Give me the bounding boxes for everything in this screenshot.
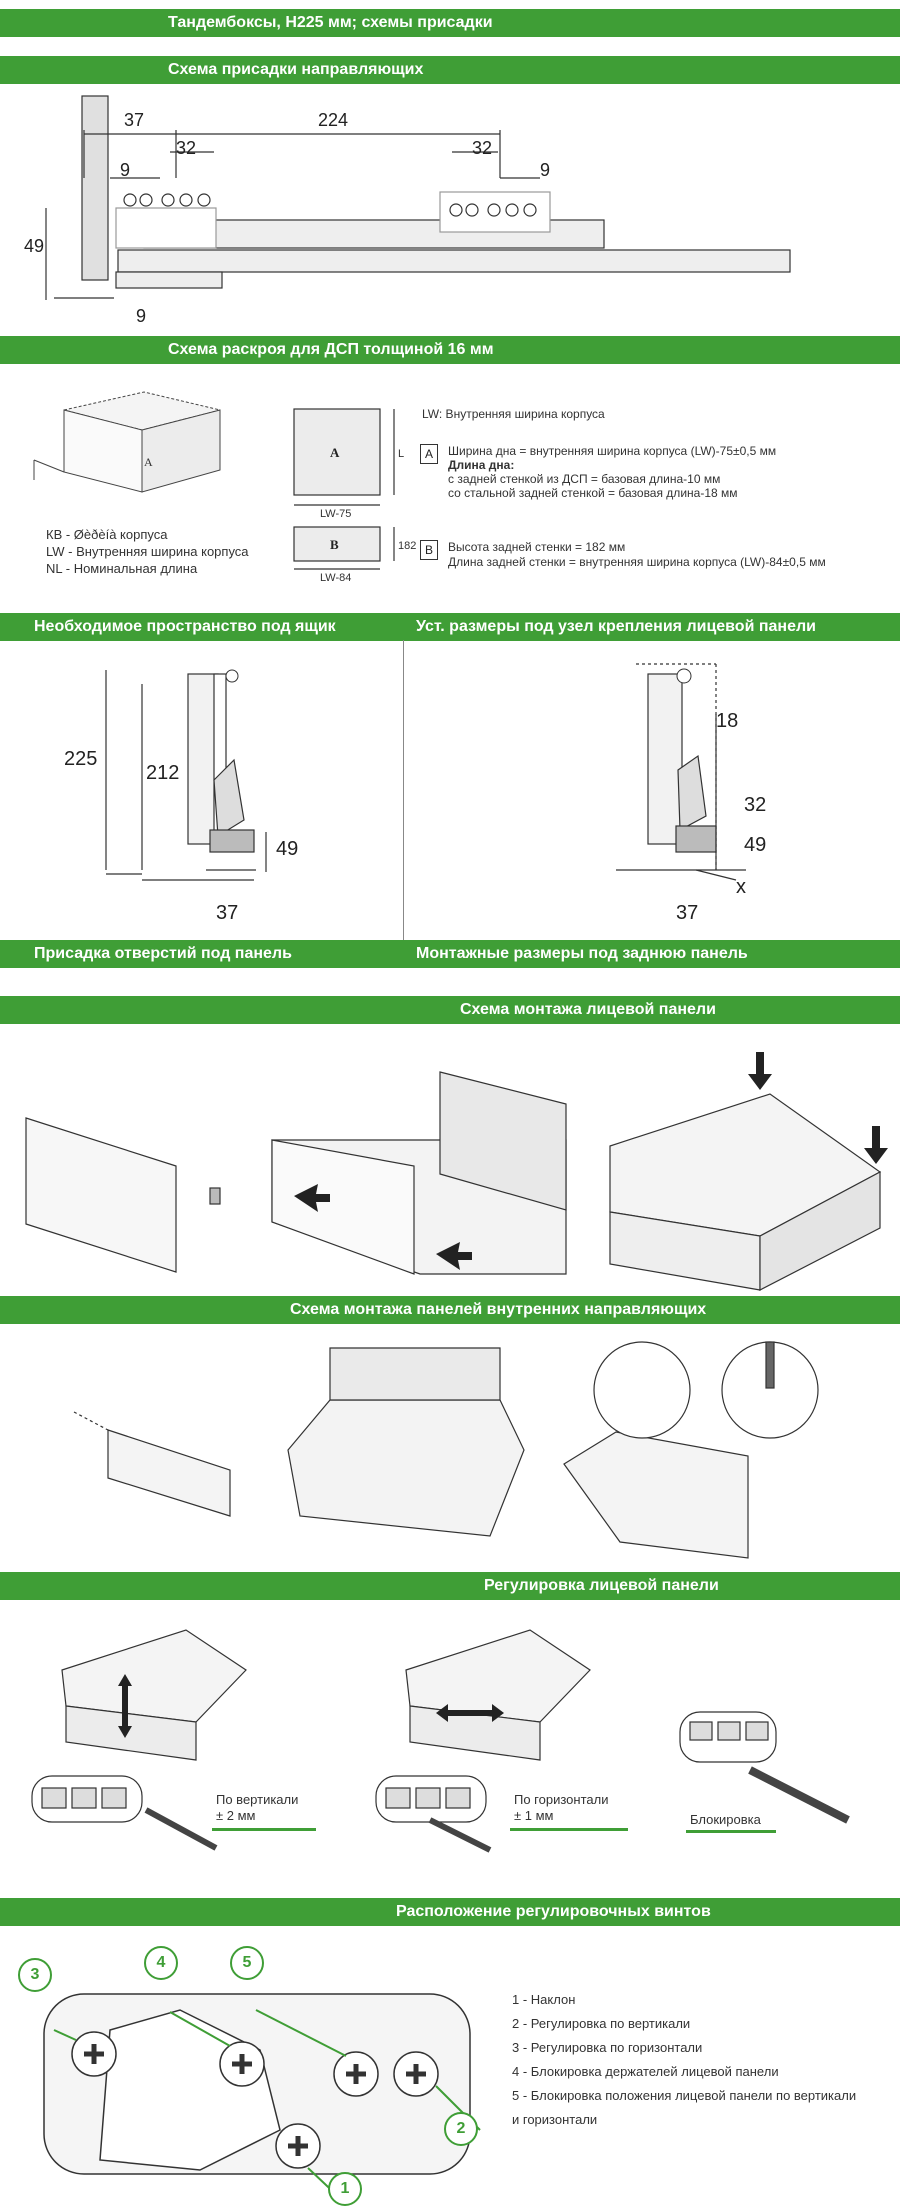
panel-a-letter: A (330, 445, 340, 460)
screw-legend-5-cont: и горизонтали (512, 2112, 598, 2127)
cutting-legend-lw: LW - Внутренняя ширина корпуса (46, 544, 249, 559)
adjust-horizontal-label: По горизонтали (514, 1792, 609, 1807)
section-bar-runners: Схема присадки направляющих (0, 56, 900, 84)
section-title-inner-rails: Схема монтажа панелей внутренних направл… (290, 1301, 707, 1318)
section-title-back-panel: Монтажные размеры под заднюю панель (416, 945, 748, 962)
callout-1: 1 (328, 2172, 362, 2206)
adjust-vertical-underline (212, 1828, 316, 1831)
adjust-horizontal-value: ± 1 мм (514, 1808, 554, 1823)
dim-32-right: 32 (472, 138, 493, 158)
space-dim-49: 49 (276, 838, 299, 860)
screw-location-diagram (43, 1993, 481, 2203)
drawer-space-profile (105, 669, 267, 881)
section-title-runners: Схема присадки направляющих (168, 61, 424, 78)
page-title-bar: Тандембоксы, Н225 мм; схемы присадки (0, 9, 900, 37)
screw-legend-2: 2 - Регулировка по вертикали (512, 2016, 691, 2031)
section-bar-panel-holes: Присадка отверстий под панель Монтажные … (0, 940, 900, 968)
screw-legend-4: 4 - Блокировка держателей лицевой панели (512, 2064, 779, 2079)
dim-9-left: 9 (120, 160, 131, 180)
adjust-horizontal-underline (510, 1828, 628, 1831)
b-line-1: Высота задней стенки = 182 мм (448, 540, 626, 554)
cutting-legend-kb: КВ - Øèðèíà корпуса (46, 527, 168, 542)
a-line-1: Ширина дна = внутренняя ширина корпуса (… (448, 444, 777, 458)
a-line-3: с задней стенкой из ДСП = базовая длина-… (448, 472, 721, 486)
legend-box-b: B (420, 540, 438, 560)
panel-a-side: L (398, 448, 404, 460)
panel-b-side: 182 (398, 540, 416, 552)
section-title-front-assembly: Схема монтажа лицевой панели (460, 1001, 716, 1018)
a-line-4: со стальной задней стенкой = базовая дли… (448, 486, 738, 500)
section-bar-inner-rails: Схема монтажа панелей внутренних направл… (0, 1296, 900, 1324)
legend-box-a: A (420, 444, 438, 464)
callout-5: 5 (230, 1946, 264, 1980)
section-bar-screws: Расположение регулировочных винтов (0, 1898, 900, 1926)
dim-224: 224 (318, 110, 349, 130)
section-title-screws: Расположение регулировочных винтов (396, 1903, 711, 1920)
space-dim-37: 37 (216, 902, 239, 924)
box-floor-letter: A (144, 455, 153, 469)
callout-2: 2 (444, 2112, 478, 2146)
section-title-front-mount: Уст. размеры под узел крепления лицевой … (416, 618, 816, 635)
adjust-vertical-illustration (31, 1629, 247, 1851)
section-bar-cutting: Схема раскроя для ДСП толщиной 16 мм (0, 336, 900, 364)
screw-legend-5: 5 - Блокировка положения лицевой панели … (512, 2088, 857, 2103)
dim-32-left: 32 (176, 138, 197, 158)
page-title: Тандембоксы, Н225 мм; схемы присадки (168, 14, 493, 31)
dim-49: 49 (24, 236, 45, 256)
cutting-legend-nl: NL - Номинальная длина (46, 561, 198, 576)
section-bar-front-adjust: Регулировка лицевой панели (0, 1572, 900, 1600)
front-dim-32: 32 (744, 794, 767, 816)
callout-4: 4 (144, 1946, 178, 1980)
inner-rails-illustration (73, 1341, 819, 1559)
adjust-horizontal-illustration (375, 1629, 591, 1853)
screw-legend-3: 3 - Регулировка по горизонтали (512, 2040, 703, 2055)
adjust-lock-illustration (679, 1711, 850, 1824)
section-bar-front-assembly: Схема монтажа лицевой панели (0, 996, 900, 1024)
space-dim-212: 212 (146, 762, 180, 784)
adjust-vertical-label: По вертикали (216, 1792, 299, 1807)
front-dim-x: x (736, 876, 746, 898)
front-mount-profile (616, 663, 746, 881)
adjust-vertical-value: ± 2 мм (216, 1808, 256, 1823)
panel-b-letter: B (330, 537, 339, 552)
panel-a-width: LW-75 (320, 508, 351, 520)
b-line-2: Длина задней стенки = внутренняя ширина … (448, 555, 826, 569)
column-divider (403, 640, 404, 940)
section-title-panel-holes: Присадка отверстий под панель (34, 945, 292, 962)
dim-9-bottom: 9 (136, 306, 147, 326)
front-dim-37: 37 (676, 902, 699, 924)
front-dim-49: 49 (744, 834, 767, 856)
box-isometric-drawing: A (33, 391, 221, 493)
dim-37: 37 (124, 110, 145, 130)
a-line-2: Длина дна: (448, 458, 515, 472)
adjust-lock-label: Блокировка (690, 1812, 761, 1827)
panel-b-width: LW-84 (320, 572, 351, 584)
panel-cut-drawing: A L LW-75 B 182 LW-84 (293, 408, 416, 584)
section-title-space: Необходимое пространство под ящик (34, 618, 336, 635)
screw-legend-1: 1 - Наклон (512, 1992, 576, 2007)
front-assembly-illustration (25, 1052, 888, 1291)
callout-3: 3 (18, 1958, 52, 1992)
section-title-front-adjust: Регулировка лицевой панели (484, 1577, 719, 1594)
lw-note: LW: Внутренняя ширина корпуса (422, 407, 605, 421)
space-dim-225: 225 (64, 748, 98, 770)
runners-drilling-diagram (45, 95, 791, 300)
adjust-lock-underline (686, 1830, 776, 1833)
front-dim-18: 18 (716, 710, 739, 732)
section-bar-space: Необходимое пространство под ящик Уст. р… (0, 613, 900, 641)
section-title-cutting: Схема раскроя для ДСП толщиной 16 мм (168, 341, 494, 358)
dim-9-right: 9 (540, 160, 551, 180)
